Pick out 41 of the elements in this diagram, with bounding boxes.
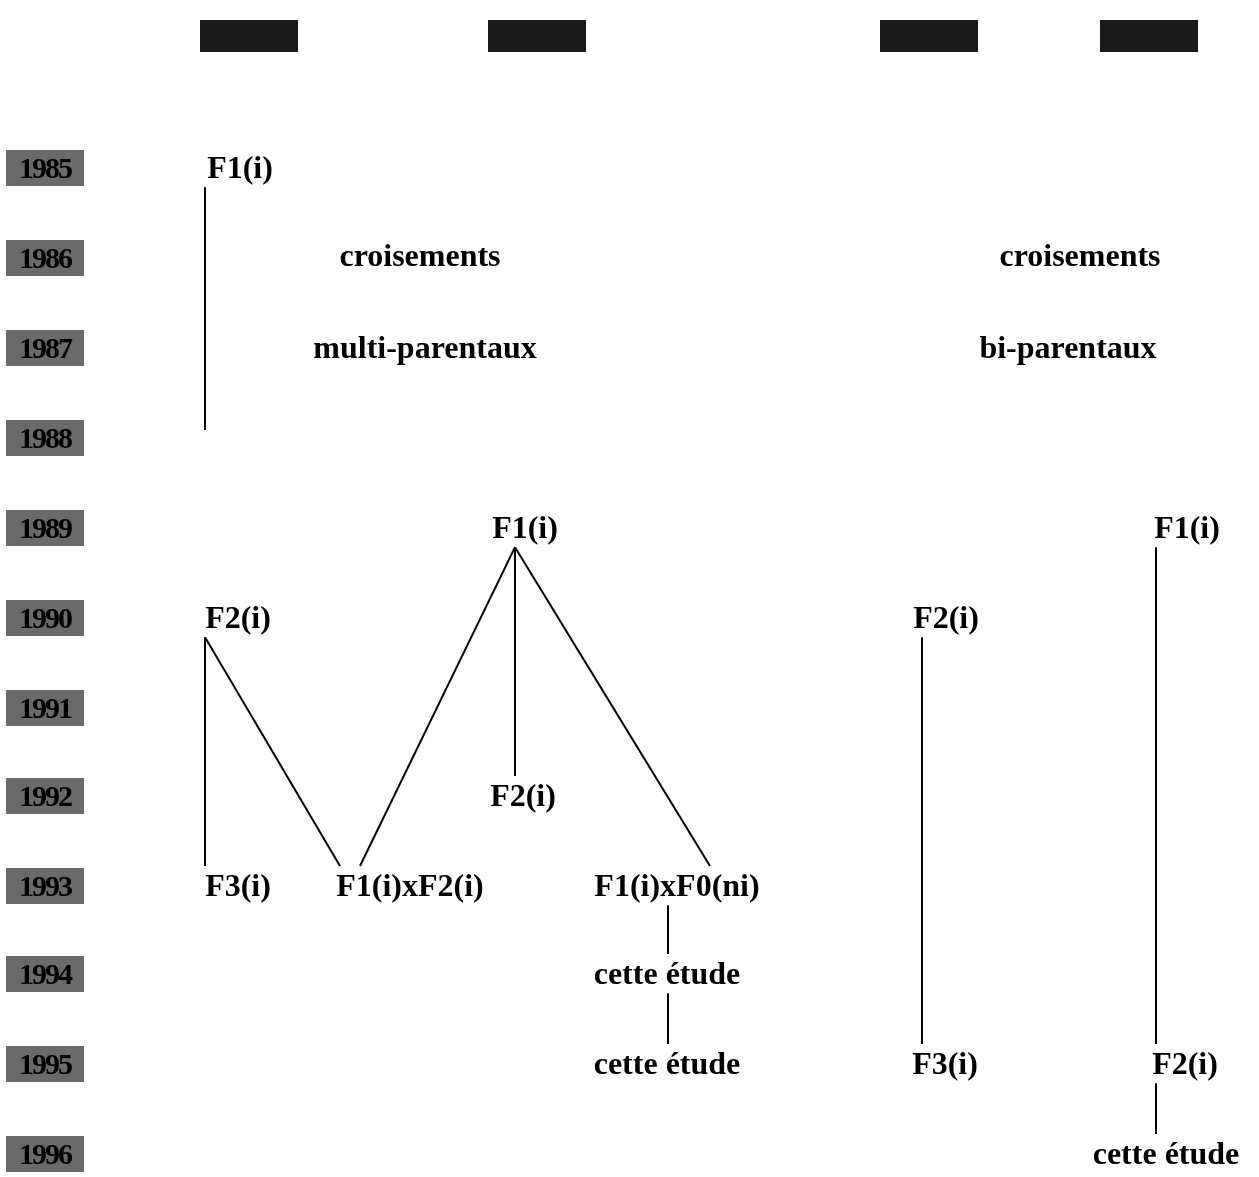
generation-label: F1(i)xF0(ni) — [594, 868, 760, 904]
year-label: 1988 — [6, 420, 84, 456]
year-label: 1985 — [6, 150, 84, 186]
year-label: 1995 — [6, 1046, 84, 1082]
year-label: 1990 — [6, 600, 84, 636]
lineage-line — [514, 546, 711, 867]
year-label: 1987 — [6, 330, 84, 366]
cross-type-label: bi-parentaux — [979, 330, 1157, 366]
generation-label: F1(i) — [207, 150, 273, 186]
generation-label: F3(i) — [205, 868, 271, 904]
generation-label: cette étude — [1092, 1136, 1240, 1172]
year-label: 1992 — [6, 778, 84, 814]
generation-label: F1(i) — [1154, 510, 1220, 546]
lineage-line — [667, 904, 669, 955]
year-label: 1993 — [6, 868, 84, 904]
lineage-line — [359, 546, 516, 867]
lineage-line — [204, 636, 206, 867]
generation-label: F2(i) — [490, 778, 556, 814]
generation-label: F1(i)xF2(i) — [336, 868, 484, 904]
year-label: 1986 — [6, 240, 84, 276]
year-label: 1996 — [6, 1136, 84, 1172]
lineage-line — [204, 186, 206, 431]
cross-type-label: multi-parentaux — [313, 330, 537, 366]
lineage-line — [921, 636, 923, 1045]
lineage-line — [1155, 546, 1157, 1045]
cross-type-label: croisements — [999, 238, 1161, 274]
generation-label: F3(i) — [912, 1046, 978, 1082]
generation-label: F2(i) — [205, 600, 271, 636]
lineage-line — [1155, 1082, 1157, 1135]
year-label: 1989 — [6, 510, 84, 546]
generation-label: F2(i) — [1152, 1046, 1218, 1082]
generation-label: cette étude — [593, 956, 741, 992]
lineage-line — [204, 636, 341, 867]
year-label: 1991 — [6, 690, 84, 726]
generation-label: F2(i) — [913, 600, 979, 636]
generation-label: F1(i) — [492, 510, 558, 546]
year-label: 1994 — [6, 956, 84, 992]
lineage-line — [514, 546, 516, 777]
lineage-line — [667, 992, 669, 1045]
generation-label: cette étude — [593, 1046, 741, 1082]
cross-type-label: croisements — [339, 238, 501, 274]
